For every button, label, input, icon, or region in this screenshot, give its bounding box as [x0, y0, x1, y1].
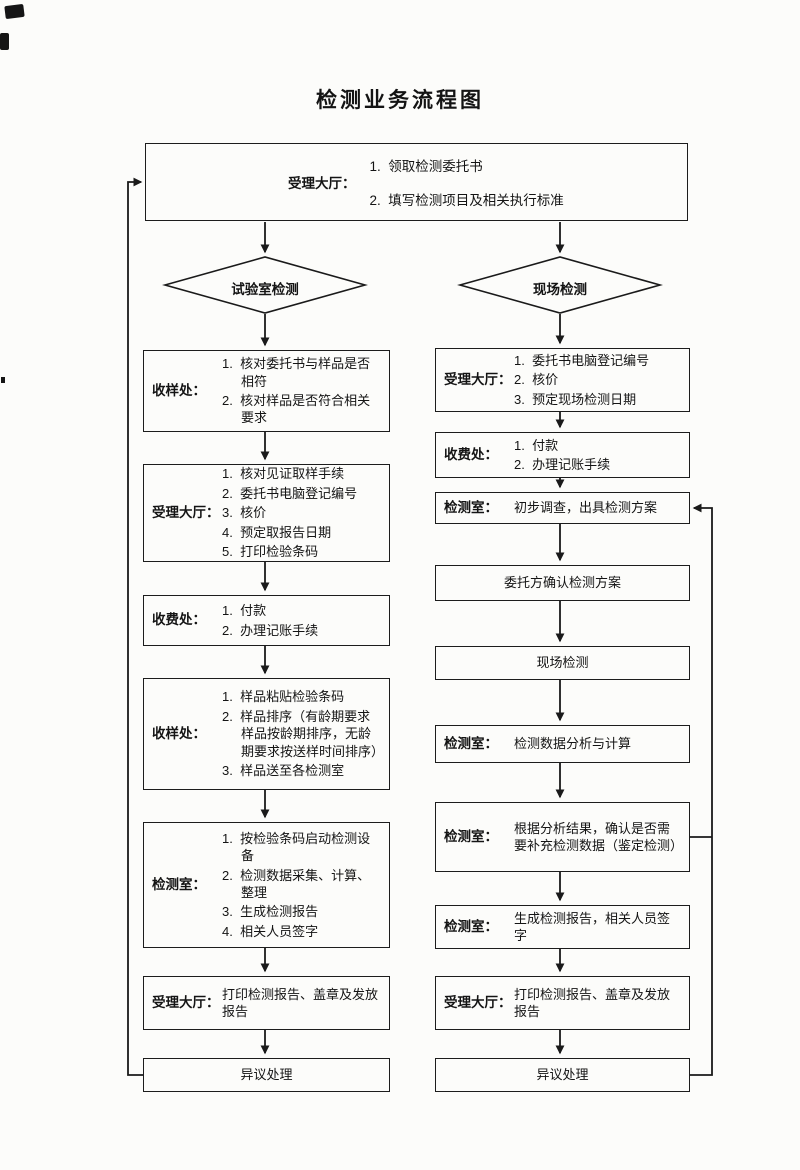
node-label: 检测室：	[444, 918, 498, 934]
node-left-reception: 受理大厅： 1. 核对见证取样手续 2. 委托书电脑登记编号 3. 核价 4. 预定取…	[143, 464, 390, 562]
loop-left-dispute-to-reception	[127, 177, 143, 1076]
node-right-report-sign: 检测室： 生成检测报告，相关人员签字	[435, 905, 690, 949]
list-item: 1. 付款	[222, 603, 267, 619]
node-text: 异议处理	[536, 1067, 589, 1083]
list-item: 2. 填写检测项目及相关执行标准	[369, 193, 564, 208]
node-right-dispute: 异议处理	[435, 1058, 690, 1092]
node-item-list: 1. 核对见证取样手续 2. 委托书电脑登记编号 3. 核价 4. 预定取报告日期 5.…	[222, 460, 389, 565]
node-text: 异议处理	[240, 1067, 293, 1083]
node-label: 检测室：	[444, 828, 498, 844]
node-right-issue-report: 受理大厅： 打印检测报告、盖章及发放报告	[435, 976, 690, 1030]
node-label: 检测室：	[444, 499, 498, 515]
node-right-reception: 受理大厅： 1. 委托书电脑登记编号 2. 核价 3. 预定现场检测日期	[435, 348, 690, 412]
list-item: 1. 委托书电脑登记编号	[514, 352, 650, 368]
list-item: 2. 核对样品是否符合相关要求	[222, 393, 371, 426]
node-left-sample-sorting: 收样处： 1. 样品粘贴检验条码 2. 样品排序（有龄期要求样品按龄期排序，无龄期…	[143, 678, 390, 790]
list-item: 2. 检测数据采集、计算、整理	[222, 867, 371, 900]
node-reception-hall-start: 受理大厅： 1. 领取检测委托书 2. 填写检测项目及相关执行标准	[145, 143, 688, 221]
scan-artifact	[4, 3, 25, 20]
list-item: 2. 核价	[514, 372, 559, 388]
list-item: 4. 相关人员签字	[222, 923, 319, 939]
node-text: 打印检测报告、盖章及发放报告	[222, 986, 379, 1019]
list-item: 3. 核价	[222, 505, 267, 521]
node-right-supplement: 检测室： 根据分析结果，确认是否需要补充检测数据（鉴定检测）	[435, 802, 690, 872]
list-item: 5. 打印检验条码	[222, 544, 319, 560]
list-item: 1. 核对见证取样手续	[222, 466, 345, 482]
node-label: 收费处：	[152, 612, 206, 628]
decision-lab-testing: 试验室检测	[231, 282, 299, 297]
node-label: 受理大厅：	[152, 504, 220, 520]
list-item: 3. 样品送至各检测室	[222, 763, 345, 779]
scan-artifact	[0, 33, 9, 50]
node-text: 生成检测报告，相关人员签字	[514, 910, 671, 943]
list-item: 2. 办理记账手续	[222, 622, 319, 638]
node-label: 受理大厅：	[152, 994, 220, 1010]
node-label: 检测室：	[444, 735, 498, 751]
node-text: 检测数据分析与计算	[514, 736, 632, 752]
node-item-list: 1. 付款 2. 办理记账手续	[222, 597, 389, 644]
node-right-analysis: 检测室： 检测数据分析与计算	[435, 725, 690, 763]
node-label: 收费处：	[444, 446, 498, 462]
node-label: 收样处：	[152, 382, 206, 398]
node-item-list: 1. 付款 2. 办理记账手续	[514, 432, 689, 479]
node-text: 初步调查，出具检测方案	[514, 500, 658, 516]
list-item: 1. 付款	[514, 437, 559, 453]
list-item: 2. 委托书电脑登记编号	[222, 485, 358, 501]
page-title: 检测业务流程图	[316, 89, 484, 112]
scan-artifact	[1, 377, 5, 383]
node-text: 委托方确认检测方案	[503, 575, 621, 591]
node-label: 检测室：	[152, 876, 206, 892]
node-text: 打印检测报告、盖章及发放报告	[514, 986, 671, 1019]
list-item: 1. 按检验条码启动检测设备	[222, 830, 371, 864]
node-item-list: 1. 核对委托书与样品是否相符 2. 核对样品是否符合相关要求	[222, 350, 389, 432]
node-left-receive-samples: 收样处： 1. 核对委托书与样品是否相符 2. 核对样品是否符合相关要求	[143, 350, 390, 432]
node-text: 现场检测	[536, 655, 589, 671]
node-right-confirm-plan: 委托方确认检测方案	[435, 565, 690, 601]
node-right-survey: 检测室： 初步调查，出具检测方案	[435, 492, 690, 524]
node-left-dispute: 异议处理	[143, 1058, 390, 1092]
node-item-list: 1. 样品粘贴检验条码 2. 样品排序（有龄期要求样品按龄期排序，无龄期要求按送样…	[222, 683, 389, 784]
node-item-list: 1. 领取检测委托书 2. 填写检测项目及相关执行标准	[370, 155, 688, 209]
list-item: 3. 预定现场检测日期	[514, 391, 637, 407]
list-item: 1. 领取检测委托书	[369, 159, 483, 174]
list-item: 4. 预定取报告日期	[222, 524, 332, 540]
loop-right-dispute-to-survey	[690, 503, 713, 1076]
node-label: 受理大厅：	[444, 994, 512, 1010]
list-item: 2. 办理记账手续	[514, 457, 611, 472]
list-item: 1. 核对委托书与样品是否相符	[222, 356, 371, 389]
node-right-cashier: 收费处： 1. 付款 2. 办理记账手续	[435, 432, 690, 478]
decision-onsite-testing: 现场检测	[533, 282, 587, 297]
node-right-onsite-test: 现场检测	[435, 646, 690, 680]
node-item-list: 1. 委托书电脑登记编号 2. 核价 3. 预定现场检测日期	[514, 347, 689, 413]
node-label: 受理大厅：	[288, 176, 356, 191]
node-label: 收样处：	[152, 725, 206, 741]
list-item: 1. 样品粘贴检验条码	[222, 689, 345, 705]
node-text: 根据分析结果，确认是否需要补充检测数据（鉴定检测）	[514, 820, 684, 853]
node-left-issue-report: 受理大厅： 打印检测报告、盖章及发放报告	[143, 976, 390, 1030]
list-item: 2. 样品排序（有龄期要求样品按龄期排序，无龄期要求按送样时间排序）	[222, 708, 385, 759]
node-label: 受理大厅：	[444, 371, 512, 387]
list-item: 3. 生成检测报告	[222, 904, 319, 920]
node-left-cashier: 收费处： 1. 付款 2. 办理记账手续	[143, 595, 390, 646]
